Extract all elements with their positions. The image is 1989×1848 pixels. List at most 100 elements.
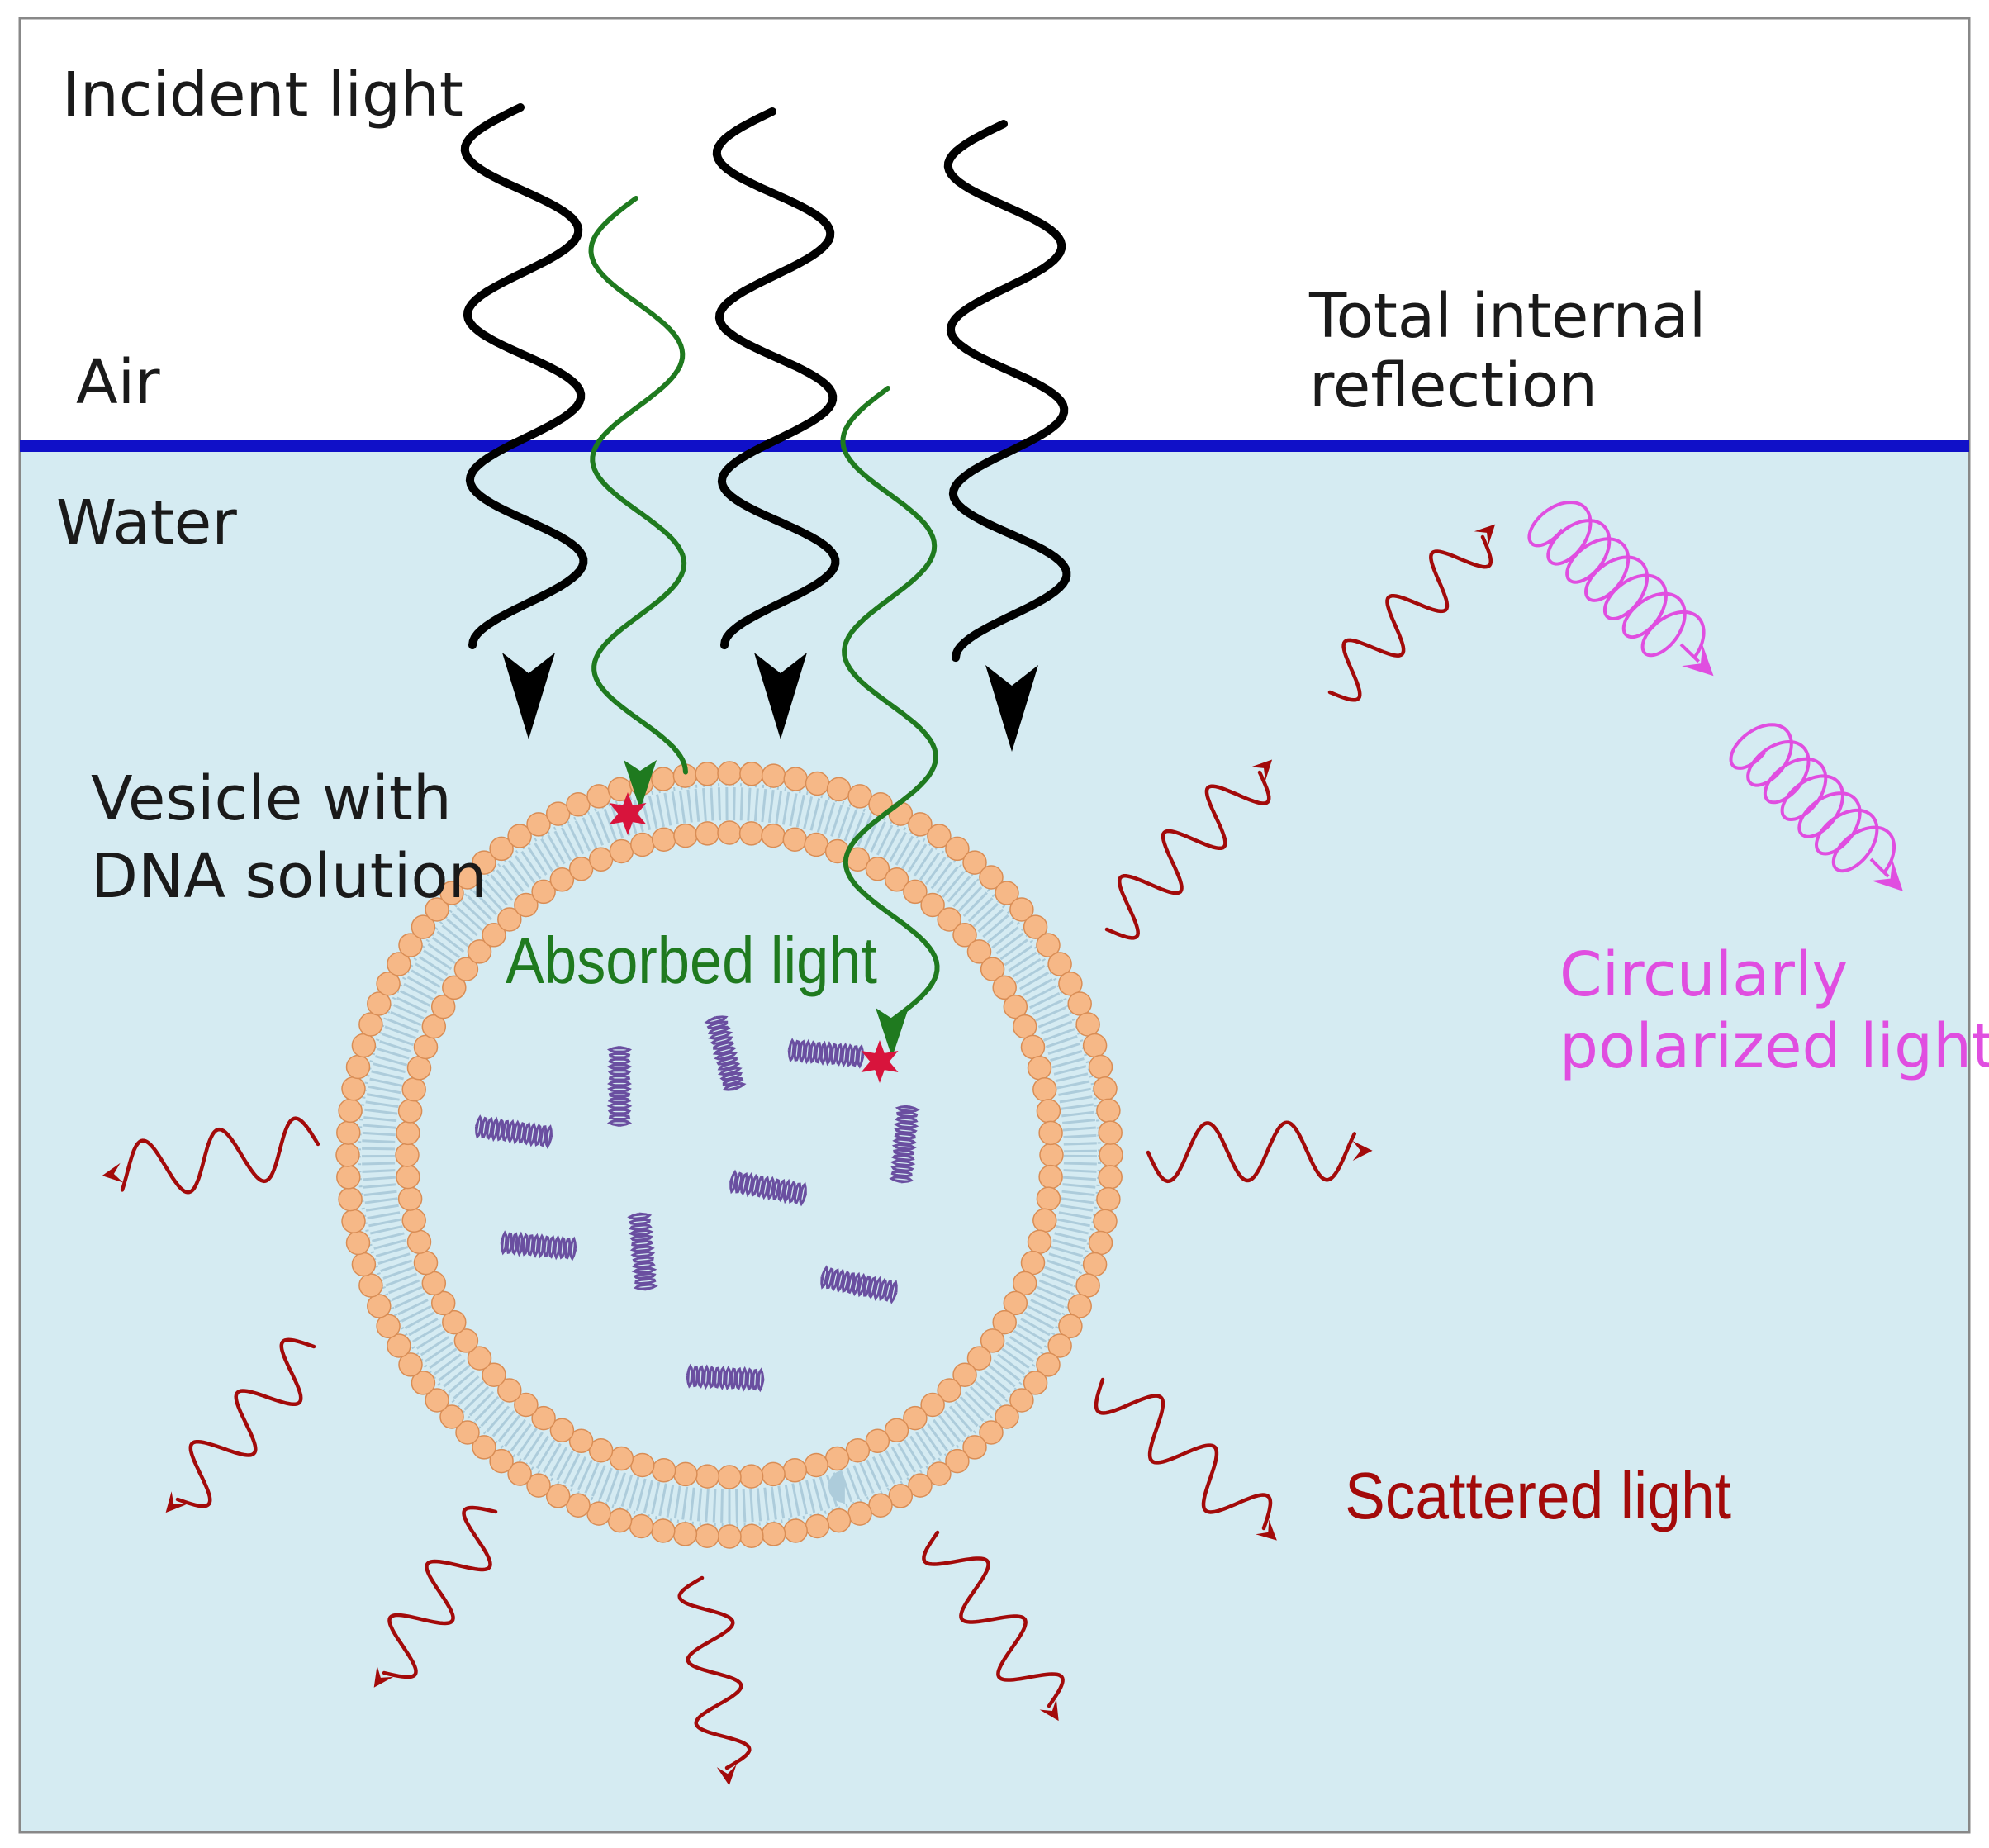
- lipid-head-inner: [1039, 1143, 1064, 1167]
- lipid-head-outer: [1047, 1333, 1072, 1358]
- dna-base-pair: [505, 1122, 510, 1139]
- lipid-head-outer: [411, 914, 436, 939]
- lipid-head-inner: [1012, 1271, 1037, 1296]
- dna-base-pair: [706, 1368, 710, 1385]
- dna-base-pair: [509, 1235, 513, 1252]
- dna-base-pair: [524, 1125, 529, 1143]
- lipid-head-outer: [607, 1508, 633, 1533]
- dna-base-pair: [898, 1117, 915, 1120]
- lipid-head-inner: [980, 1328, 1005, 1353]
- lipid-head-inner: [514, 892, 539, 918]
- lipid-head-inner: [442, 975, 467, 1000]
- dna-base-pair: [715, 1046, 733, 1052]
- circularly-polarized-label-line2: polarized light: [1559, 1011, 1989, 1082]
- dna-base-pair: [545, 1128, 550, 1145]
- dna-base-pair: [572, 1240, 577, 1257]
- dna-base-pair: [775, 1181, 781, 1199]
- dna-base-pair: [791, 1042, 795, 1059]
- dna-base-pair: [732, 1173, 738, 1190]
- lipid-head-inner: [761, 823, 786, 848]
- dna-base-pair: [894, 1165, 911, 1169]
- lipid-head-inner: [903, 1405, 928, 1431]
- dna-base-pair: [535, 1237, 539, 1254]
- scattered-wave: [1104, 770, 1271, 940]
- incident-wave: [460, 103, 588, 649]
- dna-base-pair: [833, 1045, 838, 1063]
- dna-base-pair: [898, 1122, 915, 1126]
- scattered-wave: [382, 1505, 498, 1679]
- dna-base-pair: [899, 1111, 916, 1115]
- lipid-head-outer: [338, 1098, 363, 1124]
- lipid-head-outer: [1082, 1252, 1108, 1277]
- lipid-head-outer: [695, 762, 719, 786]
- dna-base-pair: [501, 1234, 505, 1252]
- dna-base-pair: [894, 1168, 911, 1171]
- dna-base-pair: [828, 1270, 834, 1287]
- lipid-head-inner: [453, 1328, 479, 1353]
- dna-base-pair: [713, 1036, 730, 1043]
- dna-base-pair: [634, 1257, 652, 1261]
- dna-strand: [686, 1363, 765, 1393]
- lipid-head-inner: [1036, 1186, 1061, 1211]
- dna-base-pair: [736, 1370, 739, 1387]
- lipid-head-outer: [367, 991, 392, 1016]
- lipid-head-inner: [920, 892, 945, 918]
- lipid-head-outer: [1088, 1230, 1113, 1256]
- dna-base-pair: [740, 1175, 745, 1192]
- circular-coil: [1729, 723, 1896, 874]
- dna-base-pair: [844, 1273, 850, 1290]
- absorbed-wave-arrowhead: [876, 1008, 909, 1057]
- lipid-head-outer: [847, 784, 872, 809]
- lipid-head-outer: [566, 1493, 591, 1518]
- lipid-head-inner: [397, 1099, 423, 1124]
- water-region: [20, 446, 1969, 1832]
- lipid-head-outer: [927, 824, 952, 848]
- vesicle-label-line2: DNA solution: [91, 841, 487, 912]
- dna-base-pair: [695, 1368, 699, 1385]
- circular-coil-tail: [1869, 857, 1890, 878]
- dna-base-pair: [899, 1109, 916, 1112]
- lipid-head-inner: [609, 1446, 634, 1471]
- lipid-head-outer: [783, 1518, 808, 1543]
- dna-base-pair: [852, 1275, 858, 1292]
- dna-base-pair: [896, 1133, 914, 1137]
- dna-strand: [628, 1212, 657, 1291]
- lipid-head-outer: [367, 1294, 392, 1318]
- dna-base-pair: [777, 1181, 783, 1199]
- dna-base-pair: [893, 1173, 910, 1177]
- lipid-head-outer: [1099, 1143, 1123, 1167]
- lipid-head-inner: [630, 832, 655, 857]
- lipid-head-inner: [865, 1428, 890, 1454]
- lipid-head-inner: [467, 1346, 492, 1371]
- lipid-head-inner: [406, 1056, 432, 1081]
- lipid-head-outer: [586, 1501, 611, 1526]
- scattered-wave-arrowhead: [373, 1665, 394, 1688]
- dna-base-pair: [546, 1238, 550, 1256]
- dna-base-pair: [708, 1018, 725, 1024]
- lipid-head-outer: [526, 1473, 551, 1498]
- dna-base-pair: [527, 1236, 531, 1254]
- dna-base-pair: [548, 1238, 553, 1256]
- lipid-head-inner: [884, 867, 909, 892]
- dna-base-pair: [896, 1141, 914, 1145]
- dna-base-pair: [881, 1281, 887, 1299]
- dna-base-pair: [895, 1143, 913, 1147]
- dna-base-pair: [730, 1370, 733, 1387]
- dna-base-pair: [711, 1029, 728, 1035]
- dna-base-pair: [857, 1276, 863, 1294]
- dna-base-pair: [751, 1176, 756, 1194]
- dna-base-pair: [884, 1282, 890, 1299]
- dna-base-pair: [504, 1234, 507, 1252]
- dna-base-pair: [520, 1236, 524, 1253]
- lipid-head-inner: [651, 1458, 676, 1483]
- lipid-head-outer: [826, 777, 852, 802]
- dna-base-pair: [897, 1130, 914, 1134]
- lipid-head-inner: [937, 1378, 961, 1403]
- incident-light-label: Incident light: [62, 59, 463, 131]
- lipid-head-inner: [396, 1164, 420, 1190]
- dna-base-pair: [756, 1177, 762, 1195]
- absorbed-wave: [588, 196, 688, 775]
- circular-coil-tail: [1679, 643, 1700, 663]
- lipid-head-inner: [952, 1362, 977, 1387]
- dna-base-pair: [530, 1237, 534, 1254]
